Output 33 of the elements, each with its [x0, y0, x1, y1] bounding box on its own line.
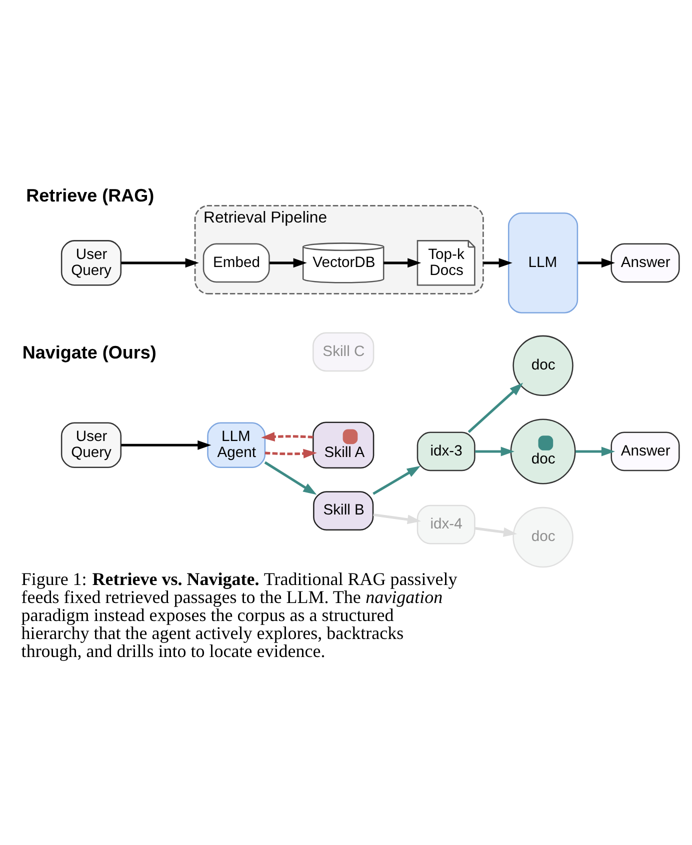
arrow	[576, 446, 616, 456]
node-circle: doc	[512, 506, 574, 568]
arrow	[264, 448, 317, 458]
arrow	[372, 466, 421, 495]
arrow	[269, 258, 307, 268]
node-box: idx-4	[416, 504, 476, 544]
node-box: Answer	[610, 432, 680, 472]
node-box: Skill C	[312, 332, 374, 372]
arrow	[373, 513, 422, 524]
node-box: LLM Agent	[207, 422, 266, 468]
node-circle: doc	[512, 335, 574, 396]
arrow	[578, 258, 616, 268]
arrow	[121, 440, 212, 450]
node-box: Skill B	[313, 491, 374, 530]
arrow	[384, 258, 422, 268]
node-box: User Query	[60, 240, 122, 286]
node-box: LLM	[508, 212, 578, 314]
node-box: Embed	[202, 243, 270, 283]
node-box: Answer	[610, 243, 680, 283]
node-box: Skill A	[312, 422, 374, 469]
node-box: idx-3	[416, 432, 476, 472]
arrow	[474, 527, 518, 537]
caption: Figure 1: Retrieve vs. Navigate. Traditional RAG passively feeds fixed retrieved passages to the LLM. The navigation paradigm instead exposes the corpus as a structured hierarchy that the agent actively explores, backtracks through, and drills into to locate evidence.	[21, 568, 458, 661]
arrow	[264, 461, 317, 495]
label: Navigate (Ours)	[22, 342, 156, 362]
node-circle: doc	[510, 418, 576, 484]
node-box: User Query	[60, 422, 122, 468]
arrow	[483, 258, 512, 268]
arrow	[121, 258, 199, 268]
arrow	[261, 432, 314, 442]
arrow	[468, 382, 524, 433]
arrow	[475, 446, 514, 456]
label: Retrieve (RAG)	[26, 186, 154, 206]
